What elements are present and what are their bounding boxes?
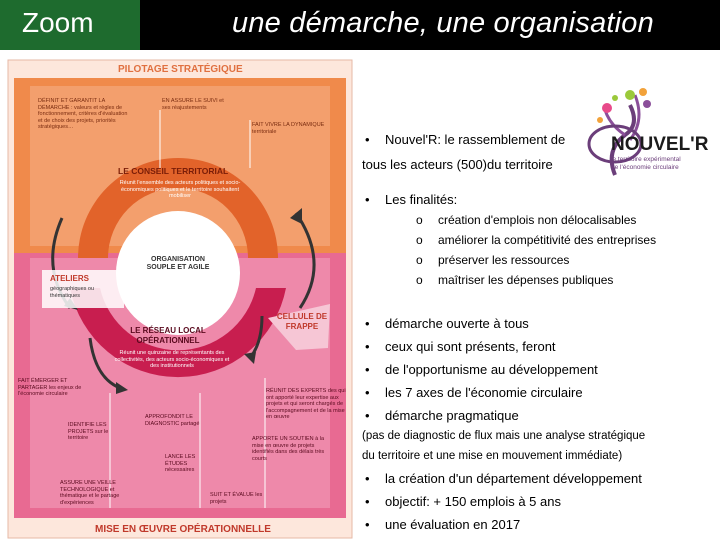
arrow-lower-left <box>88 337 121 390</box>
bullet-dot: • <box>365 132 370 147</box>
bullet-item: •démarche pragmatique <box>365 408 519 423</box>
cellule-shape <box>268 304 330 350</box>
label-assure-veille: ASSURE UNE VEILLE TECHNOLOGIQUE et théma… <box>60 480 120 506</box>
intro-line2: tous les acteurs (500)du territoire <box>362 157 553 172</box>
bullet-dot: • <box>365 192 370 207</box>
bullet-text: une évaluation en 2017 <box>385 517 521 532</box>
label-identifie: IDENTIFIE LES PROJETS sur le territoire <box>68 422 109 442</box>
arrow-lower-right-head <box>244 352 256 364</box>
zoom-title: Zoom <box>22 7 94 38</box>
conseil-arc <box>78 158 278 258</box>
conseil-desc: Réunit l'ensemble des acteurs politiques… <box>119 180 241 200</box>
ateliers-title: ATELIERS <box>50 274 89 283</box>
bullet-item: •démarche ouverte à tous <box>365 316 529 331</box>
bullet-text: la création d'un département développeme… <box>385 471 642 486</box>
bullet-text: ceux qui sont présents, feront <box>385 339 556 354</box>
finalites-label: Les finalités: <box>385 192 458 207</box>
ateliers-desc: géographiques ou thématiques <box>50 286 95 299</box>
label-definit: DÉFINIT ET GARANTIT LA DÉMARCHE : valeur… <box>38 98 128 131</box>
note-line1: (pas de diagnostic de flux mais une anal… <box>362 430 646 442</box>
label-approfondit: APPROFONDIT LE DIAGNOSTIC partagé <box>145 414 200 427</box>
center-circle <box>116 211 240 335</box>
bullet-item: •objectif: + 150 emplois à 5 ans <box>365 494 561 509</box>
finalite-text: maîtriser les dépenses publiques <box>438 273 614 287</box>
finalite-text: préserver les ressources <box>438 253 570 267</box>
bottom-banner: MISE EN ŒUVRE OPÉRATIONNELLE <box>95 524 271 535</box>
diagram-graphic <box>7 59 353 539</box>
ateliers-box <box>42 270 124 308</box>
nouvelr-logo: NOUVEL'R le territoire expérimental de l… <box>585 80 720 190</box>
finalites-heading: • Les finalités: <box>365 192 457 207</box>
reseau-title: LE RÉSEAU LOCAL OPÉRATIONNEL <box>130 326 206 345</box>
label-fait-emerger: FAIT ÉMERGER ET PARTAGER les enjeux de l… <box>18 378 82 398</box>
logo-tagline-2: de l'économie circulaire <box>611 164 679 171</box>
intro-text: Nouvel'R: le rassemblement de <box>385 132 566 147</box>
note-line2: du territoire et une mise en mouvement i… <box>362 450 623 462</box>
reseau-arc <box>70 288 286 378</box>
arrow-right <box>294 212 316 309</box>
finalite-text: améliorer la compétitivité des entrepris… <box>438 233 657 247</box>
label-reunit-experts: RÉUNIT DES EXPERTS des qui ont apporté l… <box>266 388 346 421</box>
label-lance: LANCE LES ÉTUDES nécessaires <box>165 454 196 474</box>
arrow-lower-left-head <box>116 382 128 394</box>
cellule-label: CELLULE DE FRAPPE <box>276 312 328 331</box>
label-suit: SUIT ET ÉVALUE les projets <box>210 492 263 505</box>
bullet-text: objectif: + 150 emplois à 5 ans <box>385 494 561 509</box>
bullet-item: •une évaluation en 2017 <box>365 517 521 532</box>
title-bar: Zoom une démarche, une organisation <box>0 0 720 50</box>
bullet-text: les 7 axes de l'économie circulaire <box>385 385 583 400</box>
conseil-title: LE CONSEIL TERRITORIAL <box>118 166 229 176</box>
bullet-item: •ceux qui sont présents, feront <box>365 339 556 354</box>
bullet-item: •les 7 axes de l'économie circulaire <box>365 385 583 400</box>
bullet-text: démarche pragmatique <box>385 408 519 423</box>
label-apporte: APPORTE UN SOUTIEN à la mise en œuvre de… <box>252 436 325 462</box>
bullet-item: •de l'opportunisme au développement <box>365 362 598 377</box>
bullet-item: •la création d'un département développem… <box>365 471 642 486</box>
label-fait-vivre: FAIT VIVRE LA DYNAMIQUE territoriale <box>252 122 325 135</box>
logo-name: NOUVEL'R <box>611 134 709 155</box>
logo-tagline-1: le territoire expérimental <box>611 156 681 163</box>
arrow-right-head <box>290 208 302 224</box>
label-assure-suivi: EN ASSURE LE SUIVI et ses réajustements <box>162 98 224 111</box>
reseau-desc: Réunit une quinzaine de représentants de… <box>114 350 230 370</box>
logo-tree-graphic <box>587 88 651 176</box>
bullet-text: démarche ouverte à tous <box>385 316 529 331</box>
organisation-diagram: PILOTAGE STRATÉGIQUE MISE EN ŒUVRE OPÉRA… <box>0 58 360 540</box>
finalite-text: création d'emplois non délocalisables <box>438 213 637 227</box>
intro-line1: • Nouvel'R: le rassemblement de <box>365 132 565 147</box>
bullet-text: de l'opportunisme au développement <box>385 362 598 377</box>
zoom-box: Zoom <box>0 0 140 50</box>
organisation-label: ORGANISATION SOUPLE ET AGILE <box>146 256 210 272</box>
slide-title: une démarche, une organisation <box>232 7 654 39</box>
top-banner: PILOTAGE STRATÉGIQUE <box>118 64 243 75</box>
